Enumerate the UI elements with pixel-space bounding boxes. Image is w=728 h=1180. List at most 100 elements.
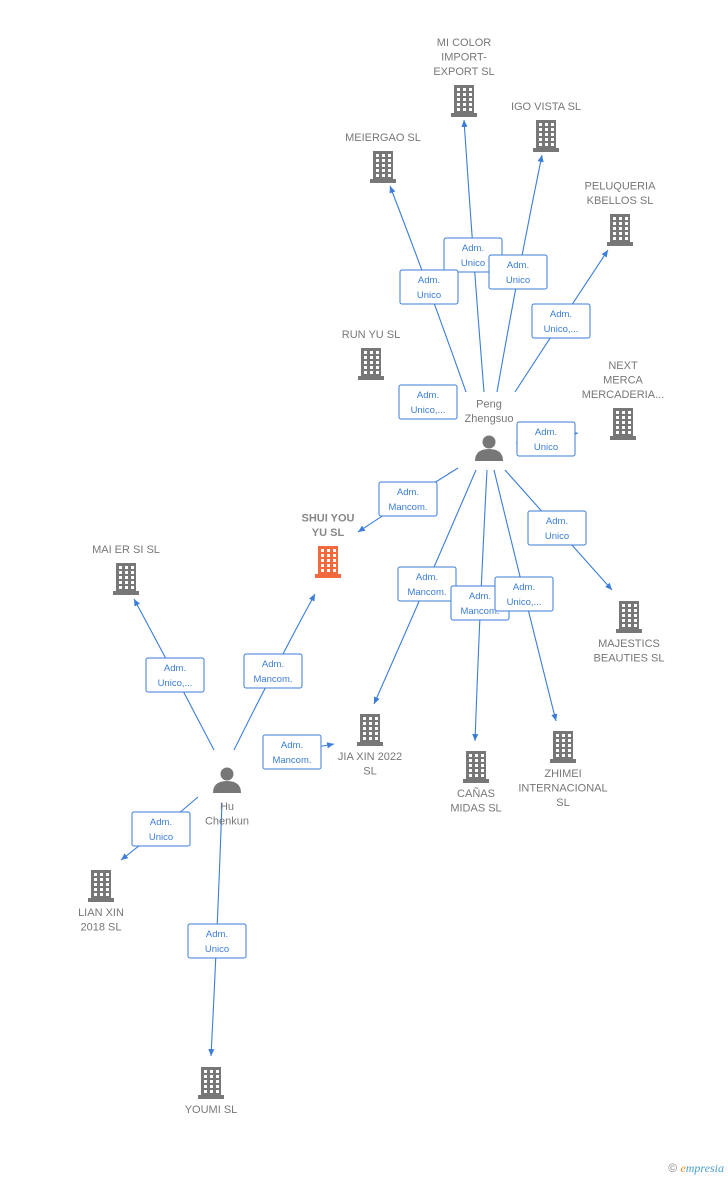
- company-label: IMPORT-: [441, 52, 487, 64]
- edge-label-text: Unico,...: [544, 324, 579, 335]
- edge-label-peng-runyu[interactable]: Adm. Unico,...: [398, 384, 458, 420]
- edge-label-text: Unico: [545, 531, 569, 542]
- company-node-maiersi[interactable]: MAI ER SI SL: [92, 544, 160, 595]
- company-label: MERCA: [603, 375, 643, 387]
- edge-label-box: [494, 576, 554, 612]
- edge-label-box: [397, 566, 457, 602]
- company-node-meiergao[interactable]: MEIERGAO SL: [345, 132, 421, 183]
- edge-label-text: Unico: [149, 832, 173, 843]
- edge-label-text: Mancom.: [407, 587, 446, 598]
- edge-label-peng-majestics[interactable]: Adm.Unico: [527, 510, 587, 546]
- edge-label-peng-meiergao[interactable]: Adm.Unico: [399, 269, 459, 305]
- building-icon: [113, 563, 139, 595]
- company-label: JIA XIN 2022: [338, 751, 402, 763]
- edge-label-text: Unico,...: [411, 405, 446, 416]
- edge-label-hu-lianxin[interactable]: Adm. Unico: [131, 811, 191, 847]
- edge-label-box: [488, 254, 548, 290]
- edge-label-text: Adm.: [417, 390, 439, 401]
- edge-label-text: Mancom.: [253, 674, 292, 685]
- edge-label-text: Adm.: [164, 663, 186, 674]
- company-label: RUN YU SL: [342, 329, 400, 341]
- company-label: INTERNACIONAL: [518, 783, 607, 795]
- building-icon: [610, 408, 636, 440]
- edge-label-box: [262, 734, 322, 770]
- edge-label-text: Adm.: [281, 740, 303, 751]
- company-label: SHUI YOU: [302, 513, 355, 525]
- building-icon: [88, 870, 114, 902]
- person-label: Chenkun: [205, 816, 249, 828]
- edge-label-text: Adm.: [469, 591, 491, 602]
- edge-label-text: Unico,...: [158, 678, 193, 689]
- edge-label-text: Adm.: [507, 260, 529, 271]
- edge-label-text: Unico: [506, 275, 530, 286]
- edge-label-hu-jiaxin[interactable]: Adm. Mancom.: [262, 734, 322, 770]
- company-label: IGO VISTA SL: [511, 101, 581, 113]
- building-icon: [451, 85, 477, 117]
- company-label: LIAN XIN: [78, 907, 124, 919]
- company-label: MAI ER SI SL: [92, 544, 160, 556]
- company-label: BEAUTIES SL: [594, 653, 665, 665]
- company-label: YU SL: [312, 527, 345, 539]
- edge-label-text: Adm.: [418, 275, 440, 286]
- company-node-shuiyou[interactable]: SHUI YOU YU SL: [302, 513, 355, 579]
- edge-label-text: Adm.: [262, 659, 284, 670]
- building-icon: [357, 714, 383, 746]
- edge-label-peng-jiaxin[interactable]: Adm.Mancom.: [397, 566, 457, 602]
- edge-label-peng-zhimei[interactable]: Adm. Unico,...: [494, 576, 554, 612]
- company-label: MIDAS SL: [450, 803, 501, 815]
- edge-label-box: [145, 657, 205, 693]
- company-label: ZHIMEI: [544, 768, 581, 780]
- company-label: SL: [556, 797, 569, 809]
- edge-label-text: Unico,...: [507, 597, 542, 608]
- company-node-youmi[interactable]: YOUMI SL: [185, 1067, 238, 1116]
- building-icon: [358, 348, 384, 380]
- company-label: PELUQUERIA: [585, 181, 657, 193]
- edge-label-text: Adm.: [513, 582, 535, 593]
- company-node-zhimei[interactable]: ZHIMEI INTERNACIONAL SL: [518, 731, 608, 809]
- company-label: KBELLOS SL: [587, 195, 654, 207]
- edge-label-hu-shuiyou[interactable]: Adm. Mancom.: [243, 653, 303, 689]
- edge-label-box: [516, 421, 576, 457]
- edge-label-text: Unico: [461, 258, 485, 269]
- edge-label-box: [527, 510, 587, 546]
- empresia-logo: empresia: [680, 1161, 724, 1175]
- person-icon: [213, 767, 241, 793]
- edge-label-text: Unico: [534, 442, 558, 453]
- edge-label-box: [187, 923, 247, 959]
- building-icon: [370, 151, 396, 183]
- edge-label-text: Adm.: [150, 817, 172, 828]
- building-icon: [315, 546, 341, 578]
- edge-label-text: Adm.: [550, 309, 572, 320]
- edge-label-text: Adm.: [535, 427, 557, 438]
- company-node-nextmerca[interactable]: NEXT MERCA MERCADERIA...: [582, 360, 665, 440]
- edge-label-hu-youmi[interactable]: Adm.Unico: [187, 923, 247, 959]
- edge-label-box: [131, 811, 191, 847]
- company-node-runyu[interactable]: RUN YU SL: [342, 329, 400, 380]
- edge-label-text: Adm.: [206, 929, 228, 940]
- copyright-symbol: ©: [668, 1161, 678, 1175]
- edge-label-peng-igovista[interactable]: Adm. Unico: [488, 254, 548, 290]
- edge-label-box: [243, 653, 303, 689]
- company-node-igovista[interactable]: IGO VISTA SL: [511, 101, 581, 152]
- edge-label-peng-peluqueria[interactable]: Adm. Unico,...: [531, 303, 591, 339]
- person-label: Peng: [476, 399, 502, 411]
- company-label: MERCADERIA...: [582, 389, 665, 401]
- company-label: EXPORT SL: [433, 66, 494, 78]
- edge-label-hu-maiersi[interactable]: Adm. Unico,...: [145, 657, 205, 693]
- edge-label-peng-nextmerca[interactable]: Adm. Unico: [516, 421, 576, 457]
- building-icon: [607, 214, 633, 246]
- company-label: NEXT: [608, 360, 638, 372]
- edge-label-text: Mancom.: [272, 755, 311, 766]
- person-label: Zhengsuo: [465, 413, 514, 425]
- person-icon: [475, 435, 503, 461]
- company-node-peluqueria[interactable]: PELUQUERIA KBELLOS SL: [585, 181, 657, 247]
- edge-label-peng-shuiyou[interactable]: Adm.Mancom.: [378, 481, 438, 517]
